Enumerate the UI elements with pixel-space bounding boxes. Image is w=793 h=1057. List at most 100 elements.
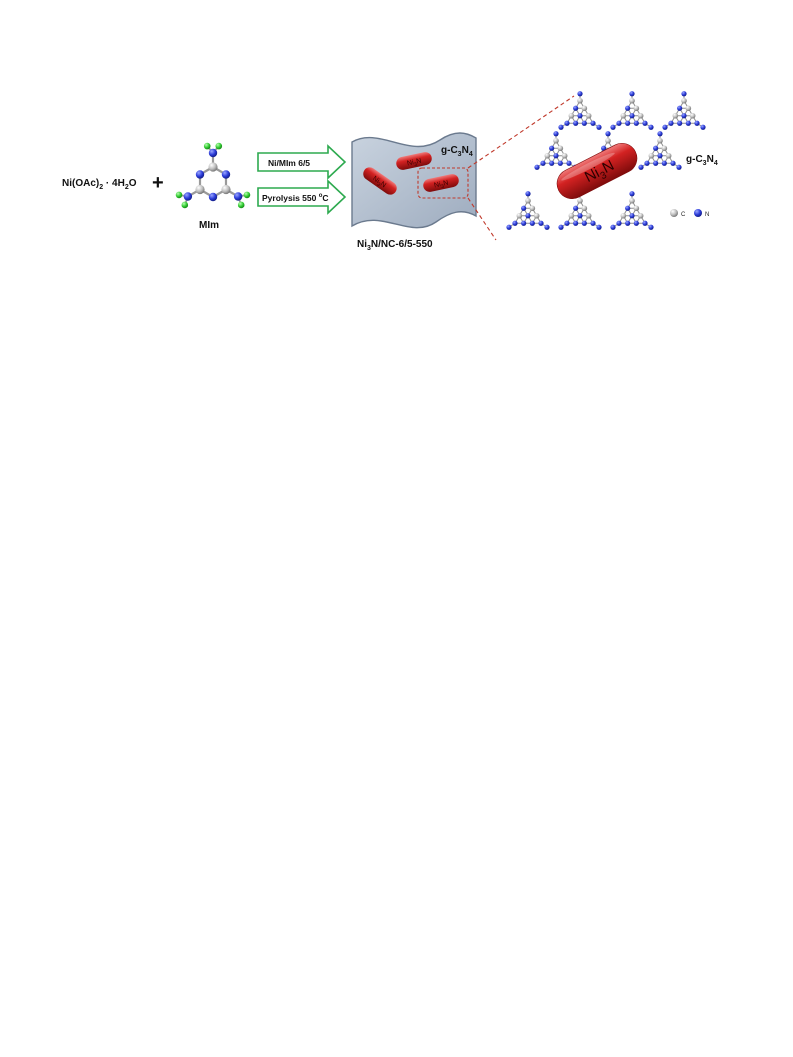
nitrogen-atom: [677, 105, 683, 111]
nitrogen-atom: [616, 220, 622, 226]
nitrogen-atom: [601, 145, 607, 151]
nitrogen-atom: [521, 220, 527, 226]
hydrogen-atom: [215, 142, 223, 150]
nitrogen-atom: [629, 113, 635, 119]
carbon-atom: [633, 205, 640, 212]
carbon-atom: [648, 152, 655, 159]
nitrogen-atom: [677, 120, 683, 126]
nitrogen-atom: [573, 120, 579, 126]
zoom-sheet-label: g-C3N4: [686, 154, 718, 167]
nitrogen-atom: [558, 224, 564, 230]
nitrogen-atom: [670, 160, 676, 166]
carbon-atom: [544, 152, 551, 159]
carbon-atom: [637, 112, 644, 119]
arrow-shape-top: [257, 144, 347, 180]
rod-body: [423, 174, 459, 192]
rod-body: [363, 167, 397, 195]
plus-sign: +: [152, 172, 164, 194]
carbon-nitride-sheet: [351, 132, 477, 229]
nitrogen-atom: [590, 220, 596, 226]
nitrogen-atom: [661, 160, 667, 166]
zoom-guide-bottom: [467, 197, 497, 241]
carbon-atom: [208, 162, 218, 172]
nitrogen-atom: [581, 120, 587, 126]
carbon-atom: [557, 145, 564, 152]
carbon-atom: [221, 184, 231, 195]
nitrogen-atom: [525, 191, 531, 197]
nitrogen-atom: [633, 220, 639, 226]
hydrogen-atom: [175, 191, 183, 199]
nitrogen-atom: [653, 160, 659, 166]
nitrogen-atom: [648, 124, 654, 130]
carbon-atom-icon: [670, 209, 678, 217]
product-label: Ni3N/NC-6/5-550: [357, 239, 433, 252]
nitrogen-atom: [625, 205, 631, 211]
zoom-box: [417, 167, 469, 199]
nitrogen-atom: [221, 170, 231, 179]
nitrogen-atom: [625, 105, 631, 111]
nitrogen-atom: [208, 148, 218, 158]
carbon-atom: [529, 205, 536, 212]
nitrogen-atom: [662, 124, 668, 130]
nitrogen-atom: [183, 192, 193, 201]
nitrogen-atom: [629, 191, 635, 197]
nitrogen-atom: [657, 153, 663, 159]
carbon-atom: [585, 212, 592, 219]
mim-label: MIm: [199, 220, 219, 231]
nitrogen-atom: [581, 220, 587, 226]
melamine-molecule: [175, 142, 251, 209]
nitrogen-atom: [700, 124, 706, 130]
nitrogen-atom: [549, 145, 555, 151]
legend-carbon-label: C: [681, 212, 686, 218]
nitrogen-atom: [195, 170, 205, 179]
arrow-shape-bottom: [257, 179, 347, 215]
pyrolysis-label: Pyrolysis 550 oC: [262, 193, 329, 203]
process-arrow-pyrolysis: Pyrolysis 550 oC: [257, 179, 347, 215]
nitrogen-atom: [610, 124, 616, 130]
carbon-atom: [533, 212, 540, 219]
hydrogen-atom: [243, 191, 251, 199]
nitrogen-atom: [553, 131, 559, 137]
nitrogen-atom: [558, 124, 564, 130]
nitrogen-atom: [610, 224, 616, 230]
nitrogen-atom: [642, 120, 648, 126]
nitrogen-atom: [685, 120, 691, 126]
carbon-atom: [620, 112, 627, 119]
rod-large-label: Ni3N: [582, 157, 618, 189]
carbon-atom: [657, 137, 663, 144]
ni3n-rod-2: Ni3N: [363, 167, 397, 195]
carbon-nitride-lattice: [506, 91, 706, 230]
rod-label: Ni3N: [407, 158, 423, 170]
carbon-atom: [665, 152, 672, 159]
carbon-atom: [681, 97, 687, 104]
nitrogen-atom: [596, 124, 602, 130]
carbon-atom: [620, 212, 627, 219]
nitrogen-atom: [648, 224, 654, 230]
nitrogen-atom: [564, 220, 570, 226]
hydrogen-atom: [181, 201, 189, 209]
carbon-atom: [581, 205, 588, 212]
nitrogen-atom-icon: [694, 209, 702, 217]
hydrogen-atom: [203, 142, 211, 150]
carbon-atom: [568, 112, 575, 119]
nitrogen-atom: [681, 91, 687, 97]
reactant-label: Ni(OAc)2 · 4H2O: [62, 178, 137, 191]
nitrogen-atom: [616, 120, 622, 126]
nitrogen-atom: [625, 120, 631, 126]
nitrogen-atom: [657, 131, 663, 137]
nitrogen-atom: [573, 220, 579, 226]
nitrogen-atom: [577, 113, 583, 119]
carbon-atom: [525, 197, 531, 204]
nitrogen-atom: [625, 220, 631, 226]
atom-legend: C N: [670, 209, 709, 218]
nitrogen-atom: [544, 224, 550, 230]
nitrogen-atom: [529, 220, 535, 226]
nitrogen-atom: [577, 91, 583, 97]
carbon-atom: [605, 137, 611, 144]
nitrogen-atom: [577, 213, 583, 219]
ratio-label: Ni/MIm 6/5: [268, 158, 310, 168]
nitrogen-atom: [233, 192, 243, 201]
ni3n-rod-1: Ni3N: [396, 152, 432, 170]
nitrogen-atom: [566, 160, 572, 166]
nitrogen-atom: [534, 164, 540, 170]
